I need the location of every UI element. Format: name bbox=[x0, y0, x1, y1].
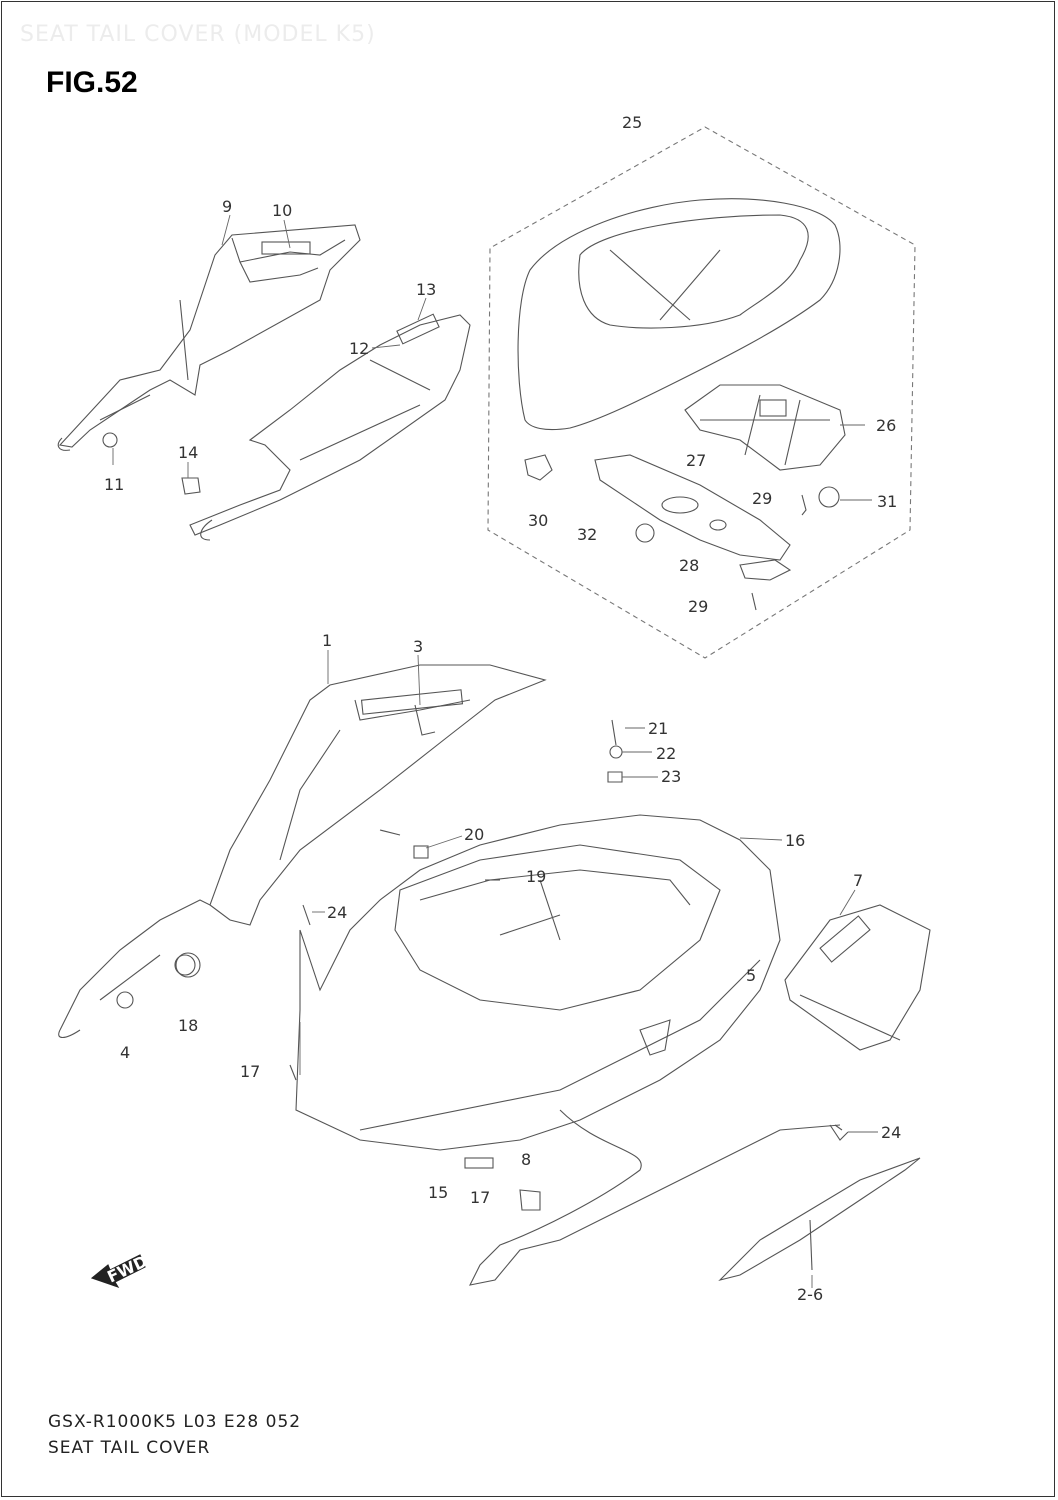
leader-lines bbox=[112, 214, 878, 1288]
callout-17-bottom: 17 bbox=[470, 1188, 490, 1207]
callout-32: 32 bbox=[577, 525, 597, 544]
callout-3: 3 bbox=[413, 637, 423, 656]
callout-22: 22 bbox=[656, 744, 676, 763]
callout-10: 10 bbox=[272, 201, 292, 220]
callout-18: 18 bbox=[178, 1016, 198, 1035]
callout-24-right: 24 bbox=[881, 1123, 901, 1142]
callout-2-6: 2-6 bbox=[797, 1285, 823, 1304]
callout-16: 16 bbox=[785, 831, 805, 850]
callout-15: 15 bbox=[428, 1183, 448, 1202]
callout-21: 21 bbox=[648, 719, 668, 738]
callout-13: 13 bbox=[416, 280, 436, 299]
fwd-label: FWD bbox=[104, 1252, 150, 1287]
part-group-single-seat-cover bbox=[57, 224, 471, 541]
callout-31: 31 bbox=[877, 492, 897, 511]
part-group-main-tail-cover: FWD bbox=[58, 664, 931, 1289]
callout-labels: 25 9 10 13 12 26 14 27 11 29 31 30 32 28… bbox=[104, 113, 901, 1304]
callout-12: 12 bbox=[349, 339, 369, 358]
callout-8: 8 bbox=[521, 1150, 531, 1169]
callout-24-left: 24 bbox=[327, 903, 347, 922]
callout-29-upper: 29 bbox=[752, 489, 772, 508]
part-group-seat-cowl-kit bbox=[487, 126, 916, 659]
callout-4: 4 bbox=[120, 1043, 130, 1062]
callout-29-lower: 29 bbox=[688, 597, 708, 616]
callout-9: 9 bbox=[222, 197, 232, 216]
callout-27: 27 bbox=[686, 451, 706, 470]
callout-28: 28 bbox=[679, 556, 699, 575]
callout-1: 1 bbox=[322, 631, 332, 650]
callout-25: 25 bbox=[622, 113, 642, 132]
callout-26: 26 bbox=[876, 416, 896, 435]
diagram-code: GSX-R1000K5 L03 E28 052 bbox=[48, 1412, 302, 1432]
faded-section-title: SEAT TAIL COVER (MODEL K5) bbox=[20, 22, 376, 47]
figure-number: FIG.52 bbox=[46, 66, 138, 99]
callout-30: 30 bbox=[528, 511, 548, 530]
callout-14: 14 bbox=[178, 443, 198, 462]
callout-7: 7 bbox=[853, 871, 863, 890]
callout-5: 5 bbox=[746, 966, 756, 985]
callout-20: 20 bbox=[464, 825, 484, 844]
callout-19: 19 bbox=[526, 867, 546, 886]
callout-11: 11 bbox=[104, 475, 124, 494]
callout-17-left: 17 bbox=[240, 1062, 260, 1081]
callout-23: 23 bbox=[661, 767, 681, 786]
diagram-name: SEAT TAIL COVER bbox=[48, 1438, 211, 1458]
